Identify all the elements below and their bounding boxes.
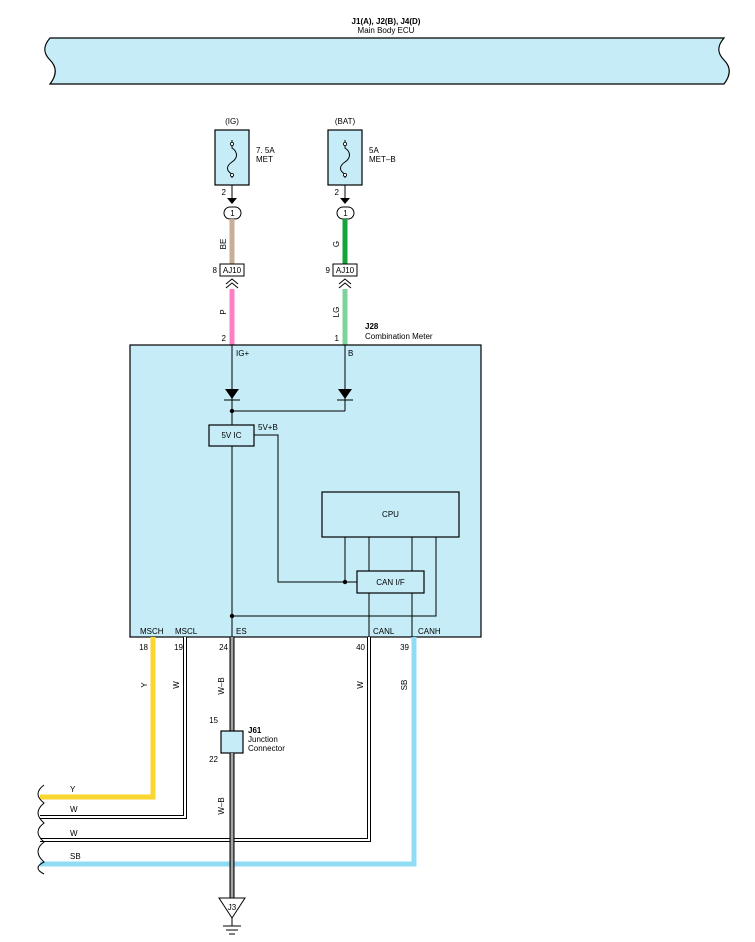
wire-mscl-label: W (172, 681, 181, 689)
can-if-label: CAN I/F (376, 578, 405, 587)
cpu-label: CPU (382, 510, 399, 519)
wire-msch-y (40, 637, 156, 800)
terminal-msch: MSCH (140, 627, 164, 636)
j61-box (220, 730, 244, 754)
j61-line2: Connector (248, 744, 285, 753)
fuse-bat-source: (BAT) (335, 117, 356, 126)
wire-canh-label: SB (400, 680, 409, 691)
meter-pin-ig: 2 (222, 334, 227, 343)
ecu-bar (44, 37, 730, 85)
left-wire-w1-label: W (70, 805, 78, 814)
fuse-ig-icon (227, 140, 237, 178)
cpu-box (321, 491, 460, 538)
wire-be-label: BE (219, 239, 228, 250)
diode-b-icon (338, 389, 352, 399)
pin-msch: 18 (139, 643, 148, 652)
wire-es-label: W–B (217, 677, 226, 694)
pin-es: 24 (219, 643, 228, 652)
aj10-left-label: AJ10 (223, 266, 242, 275)
fuse-bat-connector-arrow (340, 198, 350, 204)
terminal-canh: CANH (418, 627, 441, 636)
aj10-right-chevron-icon (338, 278, 352, 289)
wire-canl-w-outline (40, 637, 371, 842)
terminal-canl: CANL (373, 627, 395, 636)
terminal-mscl: MSCL (175, 627, 198, 636)
meter-name: Combination Meter (365, 332, 433, 341)
ic-5v-label: 5V IC (221, 431, 241, 440)
fuse-bat-icon (340, 140, 350, 178)
aj10-right-pin: 9 (326, 266, 331, 275)
fuse-bat: (BAT) 5A MET–B 2 1 (327, 117, 396, 220)
wire-es-lower-label: W–B (217, 797, 226, 814)
meter-term-ig: IG+ (236, 349, 249, 358)
combination-meter: 2 1 J28 Combination Meter IG+ B 5V IC 5V… (129, 322, 482, 652)
meter-box (129, 344, 482, 638)
j61-line1: Junction (248, 735, 278, 744)
wire-msch-label: Y (140, 682, 149, 688)
ground-j3-symbol (218, 897, 246, 919)
terminal-es: ES (236, 627, 247, 636)
aj10-left-pin: 8 (213, 266, 218, 275)
ic-5v-out-label: 5V+B (258, 423, 278, 432)
fuse-ig-source: (IG) (225, 117, 239, 126)
aj10-left-chevron-icon (225, 278, 239, 289)
wire-lg-label: LG (332, 307, 341, 318)
upper-wires: BE G AJ10 8 AJ10 9 P LG (213, 219, 358, 345)
meter-pin-b: 1 (335, 334, 340, 343)
wire-mscl-w (40, 637, 186, 818)
pin-canh: 39 (400, 643, 409, 652)
meter-code: J28 (365, 322, 379, 331)
left-break-mark (37, 784, 45, 875)
fuse-ig: (IG) 7. 5A MET 2 1 (214, 117, 275, 220)
aj10-right-label: AJ10 (336, 266, 355, 275)
fuse-ig-conn-number: 1 (230, 209, 235, 218)
aj10-left-box (219, 263, 245, 277)
ground-label: J3 (228, 903, 237, 912)
wire-p-label: P (219, 309, 228, 314)
pin-canl: 40 (356, 643, 365, 652)
left-wire-y-label: Y (70, 785, 76, 794)
ecu-code: J1(A), J2(B), J4(D) (352, 17, 421, 26)
wire-g-label: G (332, 241, 341, 247)
can-if-box (356, 570, 425, 594)
wire-mscl-w-outline (40, 637, 187, 819)
lower-wires: Y W W SB W–B 15 22 J61 Junction Connecto… (37, 637, 417, 935)
pin-mscl: 19 (174, 643, 183, 652)
wire-canl-w (40, 637, 370, 841)
fuse-ig-rating: 7. 5A (256, 146, 275, 155)
fuse-bat-rating: 5A (369, 146, 379, 155)
fuse-bat-pin: 2 (335, 188, 340, 197)
fuse-bat-conn-number: 1 (343, 209, 348, 218)
wire-canl-label: W (356, 681, 365, 689)
aj10-right-box (332, 263, 358, 277)
wire-canh-sb (40, 637, 417, 867)
fuse-ig-name: MET (256, 155, 273, 164)
j61-pin-top: 15 (209, 716, 218, 725)
fuse-bat-name: MET–B (369, 155, 396, 164)
main-body-ecu: J1(A), J2(B), J4(D) Main Body ECU (44, 17, 730, 85)
left-wire-w2-label: W (70, 829, 78, 838)
j61-pin-bottom: 22 (209, 755, 218, 764)
ecu-name: Main Body ECU (358, 26, 415, 35)
fuse-ig-pin: 2 (222, 188, 227, 197)
diode-ig-icon (225, 389, 239, 399)
fuse-ig-connector-arrow (227, 198, 237, 204)
left-wire-sb-label: SB (70, 852, 81, 861)
j61-code: J61 (248, 726, 262, 735)
meter-term-b: B (348, 349, 353, 358)
